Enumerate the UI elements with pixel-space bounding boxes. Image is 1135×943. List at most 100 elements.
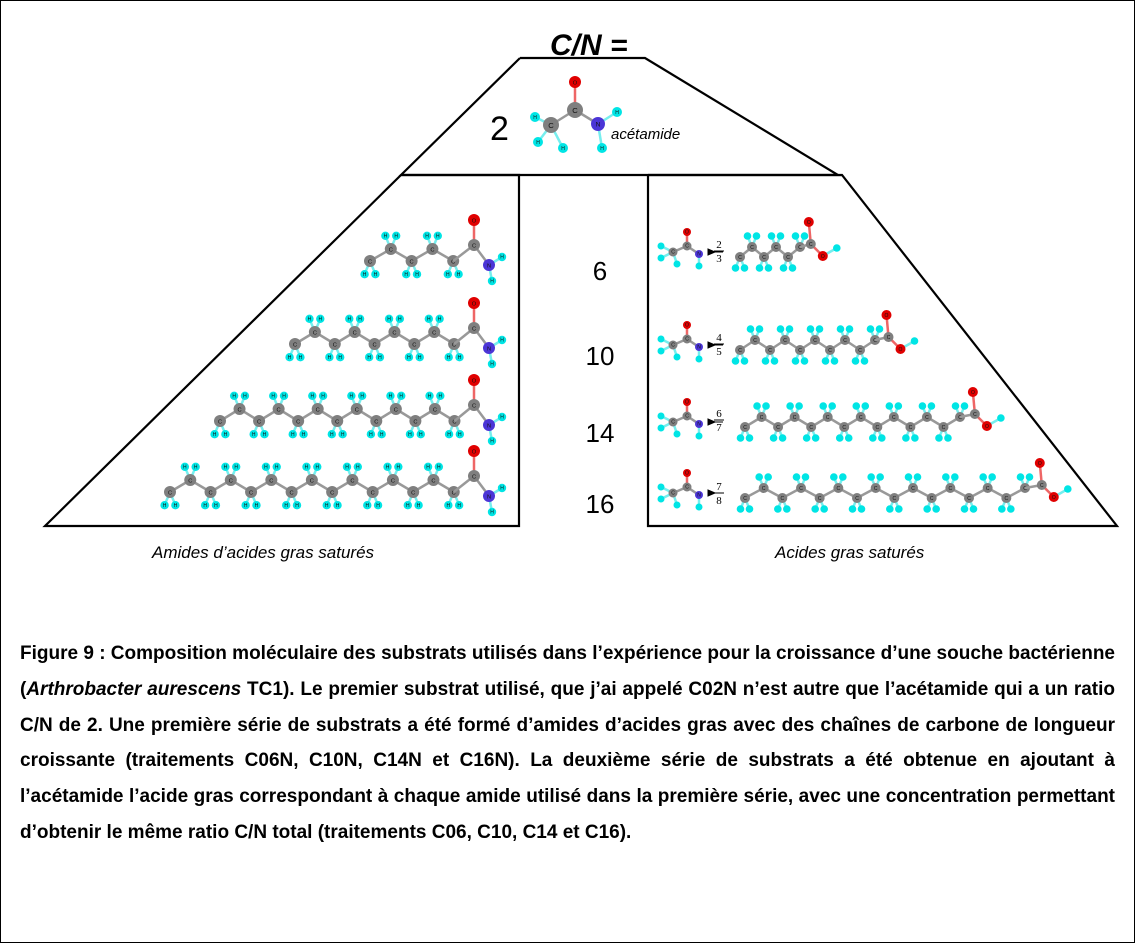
atom-letter: H bbox=[363, 272, 367, 278]
hydrogen-atom bbox=[444, 353, 453, 362]
atom-letter: H bbox=[275, 464, 279, 470]
hydrogen-atom bbox=[778, 434, 787, 442]
carbon-atom bbox=[750, 335, 760, 345]
hydrogen-atom bbox=[969, 505, 978, 513]
atom-letter: C bbox=[685, 244, 689, 250]
hydrogen-atom bbox=[935, 434, 943, 442]
hydrogen-atom bbox=[942, 473, 950, 481]
hydrogen-atom bbox=[487, 359, 497, 369]
carbon-atom bbox=[409, 415, 422, 427]
hydrogen-atom bbox=[497, 252, 507, 262]
figure-caption: Figure 9 : Composition moléculaire des s… bbox=[0, 636, 1135, 851]
hydrogen-atom bbox=[357, 391, 367, 400]
hydrogen-atom bbox=[895, 505, 903, 513]
carbon-atom bbox=[777, 493, 788, 503]
atom-letter: H bbox=[415, 272, 419, 278]
atom-letter: C bbox=[798, 348, 802, 354]
atom-letter: C bbox=[760, 415, 764, 421]
atom-letter: C bbox=[410, 259, 414, 265]
hydrogen-atom bbox=[788, 264, 797, 272]
hydrogen-atom bbox=[885, 402, 894, 410]
atom-letter: C bbox=[743, 425, 747, 431]
atom-letter: C bbox=[671, 343, 675, 349]
atom-letter: O bbox=[685, 323, 689, 329]
hydrogen-atom bbox=[313, 462, 322, 471]
atom-letter: H bbox=[321, 393, 325, 399]
atom-letter: H bbox=[330, 432, 334, 438]
atom-letter: C bbox=[330, 490, 334, 496]
hydrogen-atom bbox=[764, 264, 773, 272]
hydrogen-atom bbox=[414, 501, 423, 510]
carbon-atom bbox=[969, 409, 980, 419]
hydrogen-atom bbox=[342, 462, 352, 471]
atom-letter: C bbox=[472, 403, 476, 409]
carbon-atom bbox=[905, 422, 916, 432]
caption-text-end: TC1). Le premier substrat utilisé, que j… bbox=[20, 678, 1115, 843]
atom-letter: O bbox=[685, 230, 689, 236]
hydrogen-atom bbox=[792, 473, 801, 481]
carbon-atom bbox=[747, 242, 757, 252]
hydrogen-atom bbox=[861, 402, 870, 410]
atom-letter: H bbox=[328, 355, 332, 361]
atom-letter: C bbox=[335, 419, 339, 425]
oxygen-atom bbox=[683, 321, 691, 329]
carbon-atom bbox=[233, 403, 246, 415]
atom-letter: C bbox=[249, 490, 253, 496]
carbon-atom bbox=[292, 415, 305, 427]
carbon-atom bbox=[758, 483, 769, 493]
hydrogen-atom bbox=[857, 505, 866, 513]
carbon-atom bbox=[773, 422, 784, 432]
carbon-atom bbox=[388, 326, 401, 338]
atom-letter: H bbox=[406, 503, 410, 509]
hydrogen-atom bbox=[318, 391, 328, 400]
hydrogen-atom bbox=[755, 264, 764, 272]
fraction-denominator-row-6: 3 bbox=[716, 253, 722, 265]
hydrogen-atom bbox=[402, 270, 411, 279]
carbon-atom bbox=[272, 403, 285, 415]
plus-arrow bbox=[707, 418, 723, 426]
atom-letter: C bbox=[874, 486, 878, 492]
carbon-atom bbox=[224, 474, 237, 486]
hydrogen-atom bbox=[851, 357, 860, 365]
hydrogen-atom bbox=[384, 314, 394, 323]
carbon-atom bbox=[308, 326, 321, 338]
atom-letter: H bbox=[295, 503, 299, 509]
hydrogen-atom bbox=[745, 434, 754, 442]
hydrogen-atom bbox=[800, 232, 809, 240]
carbon-atom bbox=[311, 403, 324, 415]
hydrogen-atom bbox=[386, 391, 395, 400]
hydrogen-atom bbox=[285, 353, 294, 362]
atom-letter: H bbox=[310, 393, 314, 399]
hydrogen-atom bbox=[776, 325, 785, 333]
atom-letter: C bbox=[793, 415, 797, 421]
hydrogen-atom bbox=[839, 473, 847, 481]
atom-letter: H bbox=[214, 503, 218, 509]
carbon-atom bbox=[214, 415, 226, 427]
hydrogen-atom bbox=[180, 462, 190, 471]
nitrogen-atom bbox=[695, 491, 703, 499]
hydrogen-atom bbox=[673, 353, 681, 361]
atom-letter: H bbox=[365, 503, 369, 509]
hydrogen-atom bbox=[902, 434, 910, 442]
atom-letter: H bbox=[399, 393, 403, 399]
carbon-atom bbox=[855, 345, 865, 355]
carbon-atom bbox=[265, 474, 278, 486]
carbon-atom bbox=[889, 493, 900, 503]
hydrogen-atom bbox=[740, 357, 749, 365]
atom-letter: C bbox=[858, 348, 862, 354]
atom-letter: C bbox=[350, 478, 354, 484]
atom-letter: O bbox=[885, 313, 889, 319]
hydrogen-atom bbox=[249, 430, 258, 439]
atom-letter: C bbox=[859, 415, 863, 421]
atom-letter: C bbox=[892, 415, 896, 421]
atom-letter: H bbox=[291, 432, 295, 438]
atom-letter: H bbox=[417, 503, 421, 509]
nitrogen-atom bbox=[483, 259, 495, 271]
hydrogen-atom bbox=[487, 507, 497, 517]
carbon-atom bbox=[346, 474, 359, 486]
oxygen-atom bbox=[1034, 458, 1045, 468]
hydrogen-atom bbox=[695, 262, 703, 270]
atom-letter: O bbox=[472, 218, 477, 224]
